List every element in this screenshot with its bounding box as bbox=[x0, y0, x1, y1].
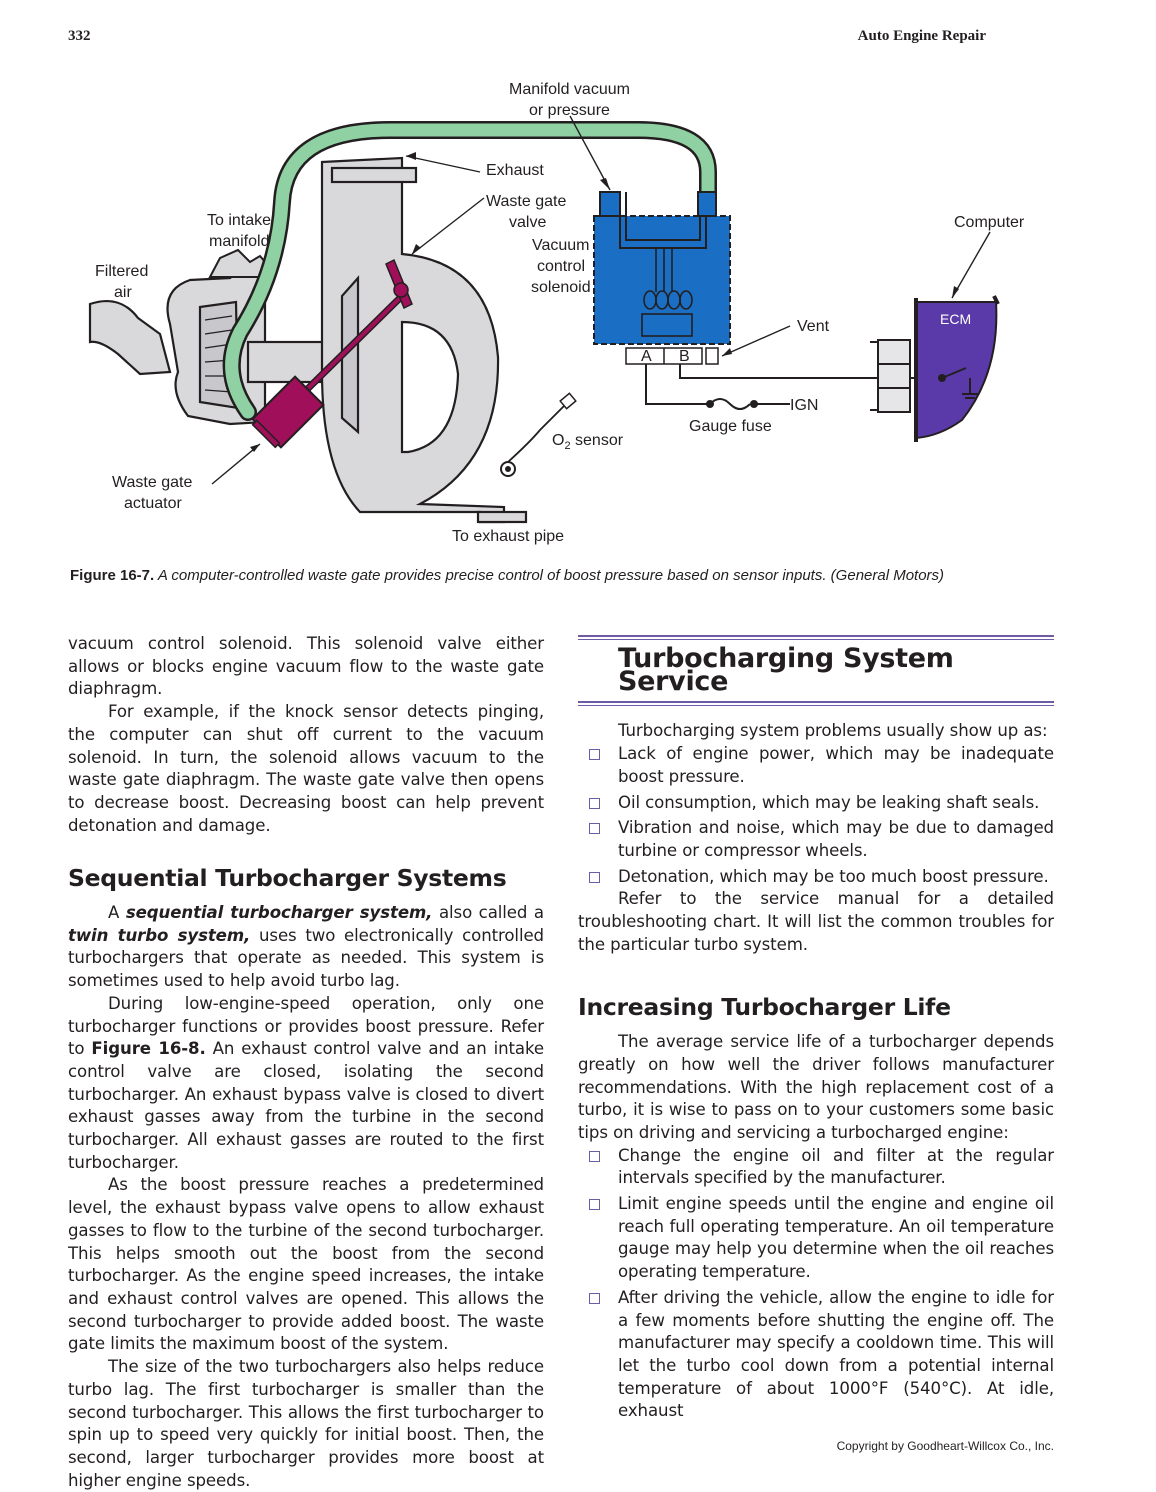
label-manifold-vacuum-2: or pressure bbox=[529, 102, 610, 119]
waste-gate-valve-arm bbox=[385, 258, 413, 310]
label-to-exhaust-pipe: To exhaust pipe bbox=[452, 528, 564, 545]
list-item: Oil consumption, which may be leaking sh… bbox=[578, 792, 1054, 815]
label-gauge-fuse: Gauge fuse bbox=[689, 418, 772, 435]
label-waste-gate-valve-1: Waste gate bbox=[486, 193, 566, 210]
turbo-housing bbox=[88, 156, 528, 524]
ecm-label: ECM bbox=[940, 311, 971, 327]
heading-rule-top bbox=[578, 635, 1054, 640]
paragraph: vacuum control solenoid. This solenoid v… bbox=[68, 634, 544, 699]
paragraph: For example, if the knock sensor detects… bbox=[68, 702, 544, 835]
section-heading: Turbocharging System Service bbox=[618, 643, 954, 697]
checkbox-bullet-icon bbox=[589, 1292, 600, 1304]
tips-list: Change the engine oil and filter at the … bbox=[578, 1145, 1054, 1423]
label-waste-gate-valve-2: valve bbox=[509, 214, 546, 231]
checkbox-bullet-icon bbox=[589, 1199, 600, 1211]
label-vent: Vent bbox=[797, 318, 830, 335]
list-item: Limit engine speeds until the engine and… bbox=[578, 1193, 1054, 1284]
label-to-intake-1: To intake bbox=[207, 212, 271, 229]
label-filtered-air-2: air bbox=[114, 284, 132, 301]
checkbox-bullet-icon bbox=[589, 797, 600, 809]
label-ign: IGN bbox=[790, 397, 818, 414]
wiring bbox=[645, 364, 870, 410]
label-computer: Computer bbox=[954, 214, 1025, 231]
label-to-intake-2: manifold bbox=[209, 233, 269, 250]
section-heading: Sequential Turbocharger Systems bbox=[68, 864, 507, 893]
list-item: Change the engine oil and filter at the … bbox=[578, 1145, 1054, 1190]
key-term: sequential turbocharger system, bbox=[125, 903, 433, 923]
label-exhaust: Exhaust bbox=[486, 162, 544, 179]
vacuum-control-solenoid bbox=[593, 191, 731, 365]
label-o2-sensor: O2 sensor bbox=[552, 432, 624, 452]
label-filtered-air-1: Filtered bbox=[95, 263, 148, 280]
checkbox-bullet-icon bbox=[589, 871, 600, 883]
paragraph: During low-engine-speed operation, only … bbox=[68, 993, 544, 1172]
right-column: Turbocharging System Service Turbochargi… bbox=[578, 633, 1054, 1423]
o2-sensor bbox=[500, 392, 577, 477]
label-vacuum-solenoid-3: solenoid bbox=[531, 279, 591, 296]
paragraph: Refer to the service manual for a detail… bbox=[578, 889, 1054, 954]
label-vacuum-solenoid-2: control bbox=[537, 258, 585, 275]
heading-rule-bottom bbox=[578, 701, 1054, 707]
leader-arrowheads bbox=[250, 152, 959, 452]
waste-gate-diagram: A B ECM bbox=[88, 81, 1025, 545]
paragraph: A sequential turbocharger system, also c… bbox=[68, 903, 544, 991]
solenoid-coil bbox=[641, 248, 693, 337]
checkbox-bullet-icon bbox=[589, 1150, 600, 1162]
figure-caption-text: A computer-controlled waste gate provide… bbox=[154, 567, 945, 584]
figure-caption-label: Figure 16-7. bbox=[70, 567, 155, 584]
list-item: After driving the vehicle, allow the eng… bbox=[578, 1287, 1054, 1423]
ecm-module bbox=[914, 295, 1000, 442]
page-number: 332 bbox=[68, 28, 91, 44]
terminal-b-label: B bbox=[679, 348, 690, 365]
list-item: Detonation, which may be too much boost … bbox=[578, 866, 1054, 889]
ecm-connector bbox=[870, 339, 911, 413]
running-header: Auto Engine Repair bbox=[857, 28, 986, 44]
paragraph: As the boost pressure reaches a predeter… bbox=[68, 1175, 544, 1354]
checkbox-bullet-icon bbox=[589, 823, 600, 835]
label-waste-gate-actuator-2: actuator bbox=[124, 495, 182, 512]
figure-caption: Figure 16-7. A computer-controlled waste… bbox=[70, 567, 1070, 584]
waste-gate-actuator bbox=[251, 375, 325, 449]
list-item: Vibration and noise, which may be due to… bbox=[578, 817, 1054, 862]
label-manifold-vacuum-1: Manifold vacuum bbox=[509, 81, 630, 98]
checkbox-bullet-icon bbox=[589, 749, 600, 761]
list-item: Lack of engine power, which may be inade… bbox=[578, 743, 1054, 788]
section-heading: Increasing Turbocharger Life bbox=[578, 993, 951, 1022]
paragraph: Turbocharging system problems usually sh… bbox=[618, 721, 1048, 741]
label-waste-gate-actuator-1: Waste gate bbox=[112, 474, 192, 491]
terminal-a-label: A bbox=[641, 348, 652, 365]
figure-reference: Figure 16-8. bbox=[91, 1039, 206, 1059]
label-vacuum-solenoid-1: Vacuum bbox=[532, 237, 590, 254]
problem-list: Lack of engine power, which may be inade… bbox=[578, 743, 1054, 888]
paragraph: The average service life of a turbocharg… bbox=[578, 1032, 1054, 1142]
leader-lines bbox=[211, 115, 991, 485]
paragraph: The size of the two turbochargers also h… bbox=[68, 1357, 544, 1490]
left-column: vacuum control solenoid. This solenoid v… bbox=[68, 633, 544, 1492]
copyright-footer: Copyright by Goodheart-Willcox Co., Inc. bbox=[836, 1439, 1054, 1453]
key-term: twin turbo system, bbox=[68, 925, 251, 945]
